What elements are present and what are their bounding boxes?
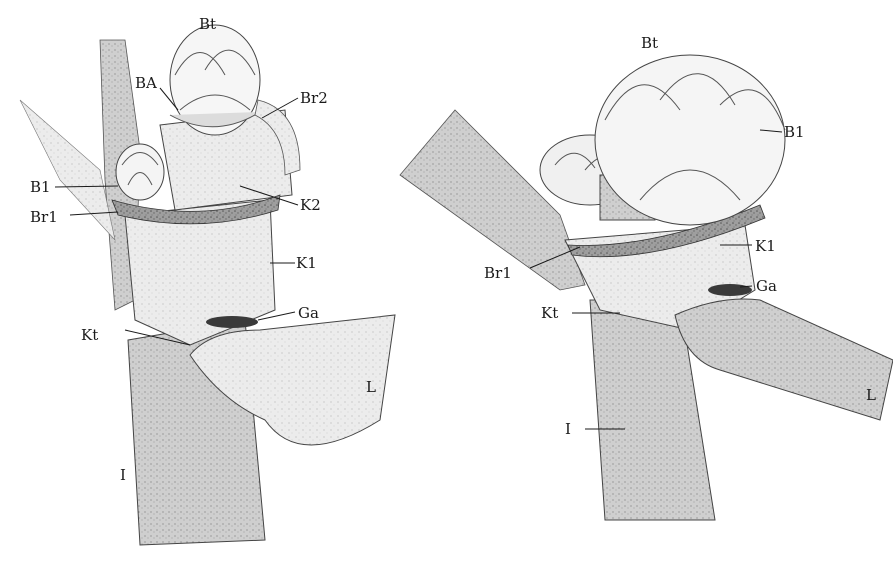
left-label-b1: B1 — [30, 178, 51, 196]
right-bud-bt — [595, 55, 785, 225]
left-label-br1: Br1 — [30, 208, 58, 226]
left-label-ga: Ga — [298, 304, 319, 322]
left-label-bt: Bt — [199, 15, 216, 33]
left-bud-bt — [170, 25, 260, 135]
right-label-i: I — [565, 420, 571, 438]
right-label-bt: Bt — [641, 34, 658, 52]
left-gland-ga — [206, 316, 258, 328]
left-panel-drawing — [20, 25, 395, 545]
left-label-i: I — [120, 466, 126, 484]
right-gland-ga — [708, 284, 752, 296]
right-label-ga: Ga — [756, 277, 777, 295]
left-label-k2: K2 — [300, 196, 321, 214]
left-label-k1: K1 — [296, 254, 317, 272]
right-label-l: L — [866, 386, 876, 404]
right-label-br1: Br1 — [484, 264, 512, 282]
right-label-b1: B1 — [784, 123, 805, 141]
left-bud-b1 — [116, 144, 164, 200]
right-leaf-l — [675, 299, 893, 420]
left-label-br2: Br2 — [300, 89, 328, 107]
left-label-kt: Kt — [81, 326, 98, 344]
right-panel-drawing — [400, 55, 893, 520]
right-upper-stem — [400, 110, 585, 290]
left-label-ba: BA — [135, 74, 157, 92]
right-label-kt: Kt — [541, 304, 558, 322]
right-label-k1: K1 — [755, 237, 776, 255]
left-label-l: L — [366, 378, 376, 396]
